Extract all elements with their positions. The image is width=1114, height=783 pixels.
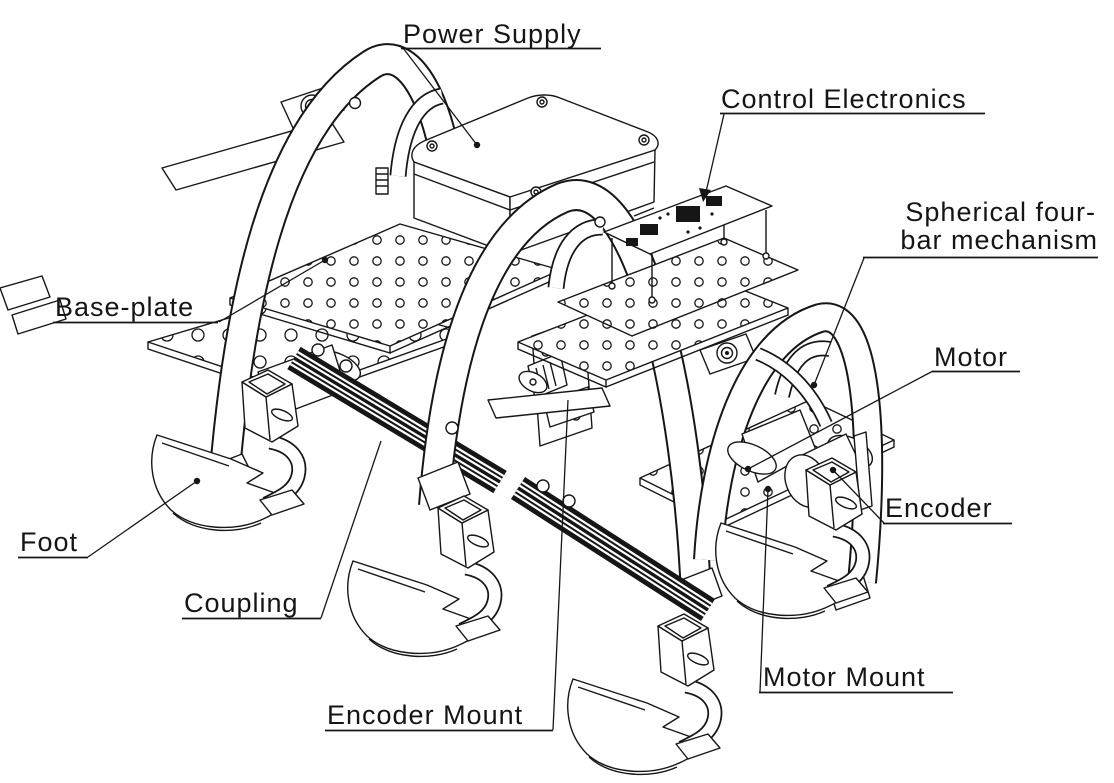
label-spherical-four-bar-line1: Spherical four- [905,197,1096,227]
label-coupling: Coupling [184,588,299,618]
leader-motor [747,370,934,470]
callout-labels: Power Supply Control Electronics Spheric… [18,19,1098,732]
label-base-plate: Base-plate [55,292,194,322]
label-foot: Foot [20,527,78,557]
leader-motor-mount [759,488,769,693]
foot [348,496,500,656]
leader-lines [87,47,934,731]
label-encoder-mount: Encoder Mount [327,700,523,730]
leader-base-plate [218,259,326,323]
screw-bosses [426,96,650,198]
label-motor-mount: Motor Mount [763,662,926,692]
foot [568,614,720,774]
label-spherical-four-bar-line2: bar mechanism [900,225,1098,255]
leader-power-supply [402,47,478,146]
control-electronics-pcb [603,185,773,255]
leader-coupling [320,440,382,619]
label-motor: Motor [934,342,1008,372]
leader-control-electronics [705,113,725,193]
label-control-electronics: Control Electronics [721,84,967,114]
leader-encoder [832,469,885,524]
leader-spherical-four-bar [813,257,865,386]
label-power-supply: Power Supply [403,19,582,49]
leader-encoder-mount [552,399,569,731]
label-encoder: Encoder [885,493,993,523]
pcb-standoffs [608,192,770,304]
four-bar-linkage [755,347,833,427]
right-motor [727,409,817,483]
leader-foot [87,480,198,558]
frame-bar [487,387,611,419]
extrusion-rail-left [287,343,507,494]
plate-stack [517,237,799,389]
left-frame-fragments [0,275,67,335]
